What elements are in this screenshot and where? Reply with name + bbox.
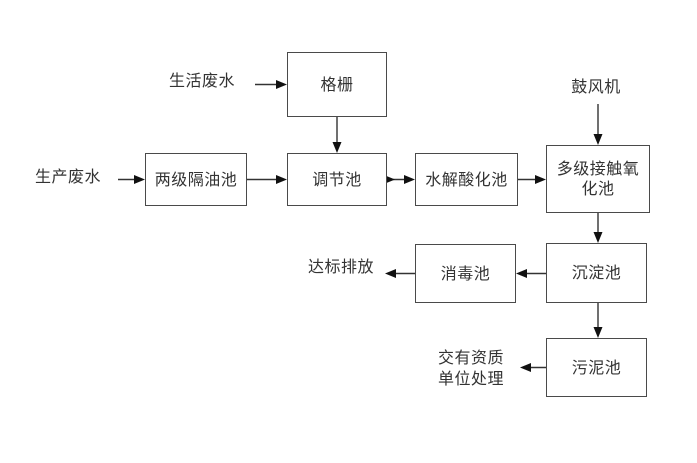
node-hydrolysis-acidification[interactable]: 水解酸化池: [415, 153, 518, 206]
node-sedimentation-tank-label: 沉淀池: [571, 263, 622, 282]
connector-grating-to-regulating: [332, 117, 342, 153]
node-disinfection-tank-label: 消毒池: [440, 263, 491, 283]
connector-blower-to-oxidation: [593, 104, 603, 145]
node-grating[interactable]: 格栅: [287, 52, 387, 117]
label-production-wastewater: 生产废水: [34, 167, 101, 186]
connector-regulating-to-hydrolysis: [384, 175, 415, 184]
node-sludge-tank-label: 污泥池: [571, 357, 622, 377]
node-contact-oxidation[interactable]: 多级接触氧 化池: [546, 145, 650, 213]
label-domestic-wastewater: 生活废水: [168, 71, 235, 90]
connector-oil-to-regulating: [247, 175, 287, 184]
connector-sedimentation-to-disinfection: [516, 269, 546, 278]
node-sludge-tank[interactable]: 污泥池: [546, 338, 647, 397]
node-oil-separator-label: 两级隔油池: [154, 169, 238, 189]
node-sedimentation-tank[interactable]: 沉淀池: [546, 243, 647, 303]
connector-disinfection-to-discharge: [385, 269, 415, 278]
connector-sedimentation-to-sludge: [593, 303, 603, 338]
label-qualified-disposal: 交有资质 单位处理: [437, 348, 504, 388]
connector-domestic-to-grating: [255, 80, 287, 89]
connector-oxidation-to-sedimentation: [593, 213, 603, 243]
node-hydrolysis-acidification-label: 水解酸化池: [425, 169, 508, 189]
node-regulating-tank-label: 调节池: [312, 169, 362, 189]
connector-hydrolysis-to-oxidation: [518, 175, 546, 184]
connector-sludge-to-disposal: [520, 363, 546, 372]
node-disinfection-tank[interactable]: 消毒池: [415, 244, 516, 303]
label-standard-discharge: 达标排放: [307, 257, 374, 276]
node-regulating-tank[interactable]: 调节池: [287, 153, 387, 206]
node-grating-label: 格栅: [320, 74, 354, 94]
node-contact-oxidation-label: 多级接触氧 化池: [556, 159, 640, 198]
node-oil-separator[interactable]: 两级隔油池: [145, 153, 247, 206]
connector-production-to-oil: [118, 175, 145, 184]
label-blower: 鼓风机: [571, 77, 621, 96]
